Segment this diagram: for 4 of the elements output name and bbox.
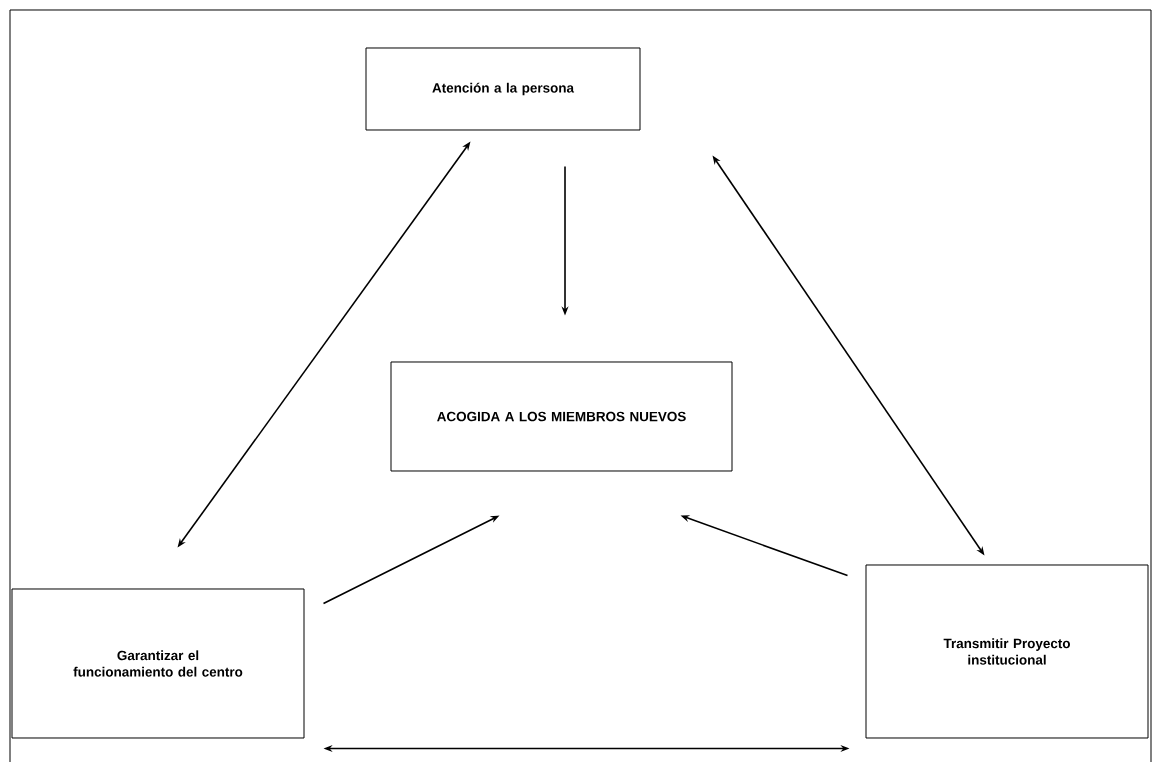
text-box: Atención a la persona <box>365 47 641 131</box>
text-box: Garantizar el funcionamiento del centro <box>11 588 305 739</box>
text-box: Transmitir Proyecto institucional <box>865 564 1149 739</box>
text-box: ACOGIDA A LOS MIEMBROS NUEVOS <box>390 361 733 472</box>
